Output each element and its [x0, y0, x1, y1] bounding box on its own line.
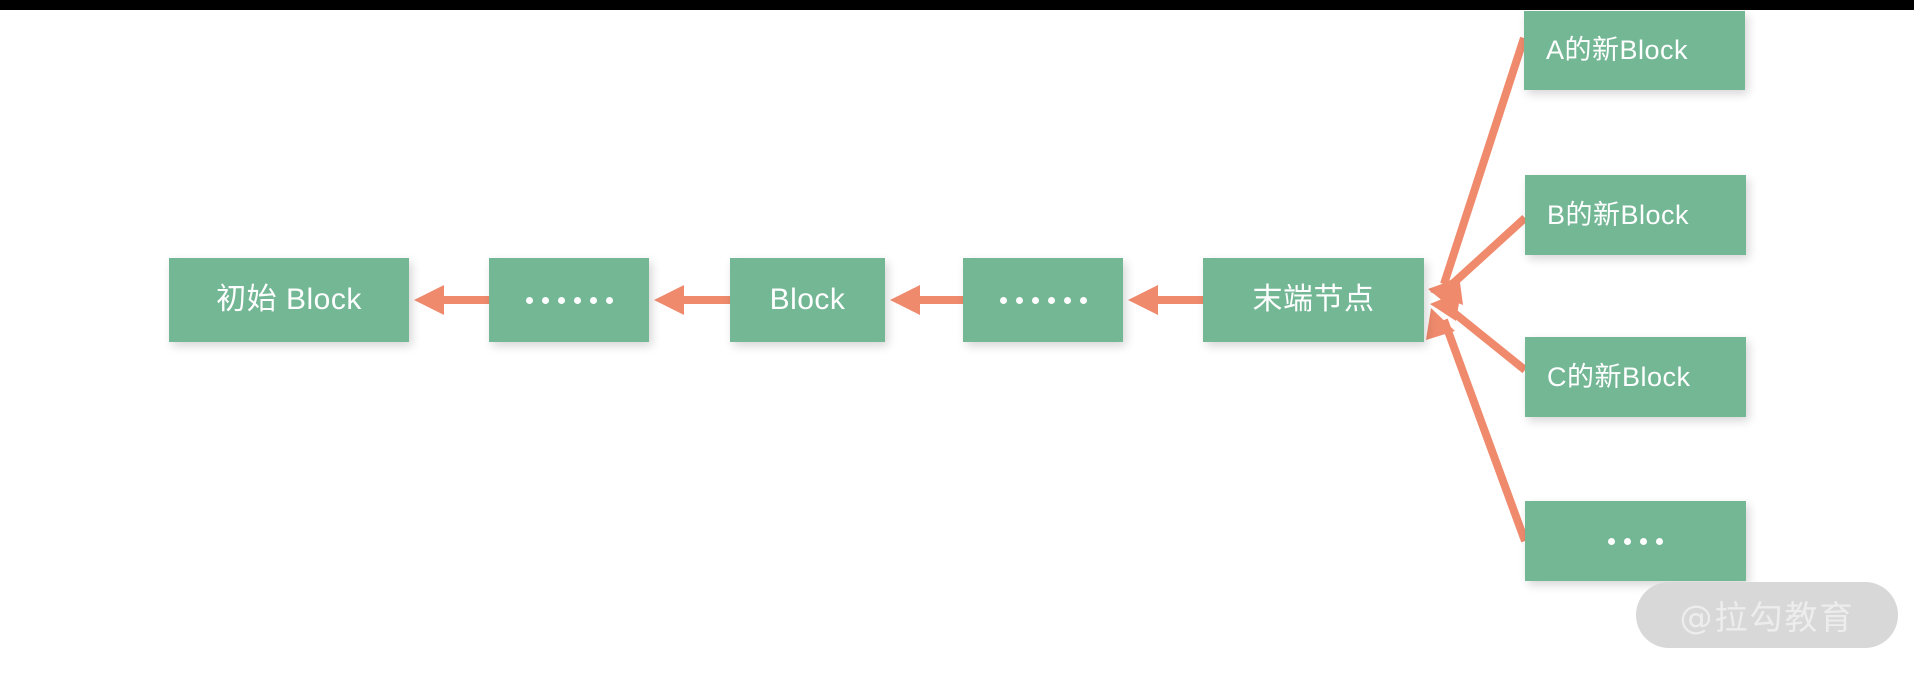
branch-node-b[interactable]: B的新Block [1525, 175, 1746, 255]
block-node-ellipsis-2[interactable] [963, 258, 1123, 342]
dot [557, 296, 565, 304]
chain-arrow-group [414, 285, 1203, 315]
arrow-block-gap1 [654, 285, 730, 315]
dot [999, 296, 1007, 304]
arrow-d-tail [1426, 308, 1529, 543]
branch-label-b: B的新Block [1547, 199, 1690, 230]
arrow-tail-gap2 [1128, 285, 1203, 315]
dot [589, 296, 597, 304]
ellipsis-dots-branch [1608, 537, 1663, 545]
dot [573, 296, 581, 304]
dot [1031, 296, 1039, 304]
branch-node-ellipsis[interactable] [1525, 501, 1746, 581]
dot [1015, 296, 1023, 304]
dot [1063, 296, 1071, 304]
ellipsis-dots-1 [525, 296, 613, 304]
arrow-gap2-block [890, 285, 963, 315]
dot [1047, 296, 1055, 304]
dot [1656, 537, 1663, 545]
block-label-genesis: 初始 Block [216, 283, 362, 316]
dot [525, 296, 533, 304]
block-node-genesis[interactable]: 初始 Block [169, 258, 409, 342]
branch-label-c: C的新Block [1547, 361, 1691, 392]
dot [605, 296, 613, 304]
branch-arrow-group [1426, 36, 1529, 543]
block-node-ellipsis-1[interactable] [489, 258, 649, 342]
watermark-text: @拉勾教育 [1679, 598, 1855, 637]
branch-node-a[interactable]: A的新Block [1524, 11, 1745, 90]
block-label-block: Block [769, 283, 846, 316]
dot [1608, 537, 1615, 545]
arrow-b-tail [1430, 215, 1528, 305]
branch-node-c[interactable]: C的新Block [1525, 337, 1746, 417]
block-node-terminal[interactable]: 末端节点 [1203, 258, 1424, 342]
dot [1079, 296, 1087, 304]
block-label-terminal: 末端节点 [1252, 283, 1375, 316]
top-black-band [0, 0, 1914, 10]
dot [1640, 537, 1647, 545]
branch-label-a: A的新Block [1546, 35, 1689, 65]
ellipsis-dots-2 [999, 296, 1087, 304]
arrow-gap1-genesis [414, 285, 489, 315]
dot [541, 296, 549, 304]
arrow-c-tail [1430, 291, 1528, 374]
watermark-badge: @拉勾教育 [1636, 582, 1898, 648]
dot [1624, 537, 1631, 545]
block-node-block[interactable]: Block [730, 258, 885, 342]
